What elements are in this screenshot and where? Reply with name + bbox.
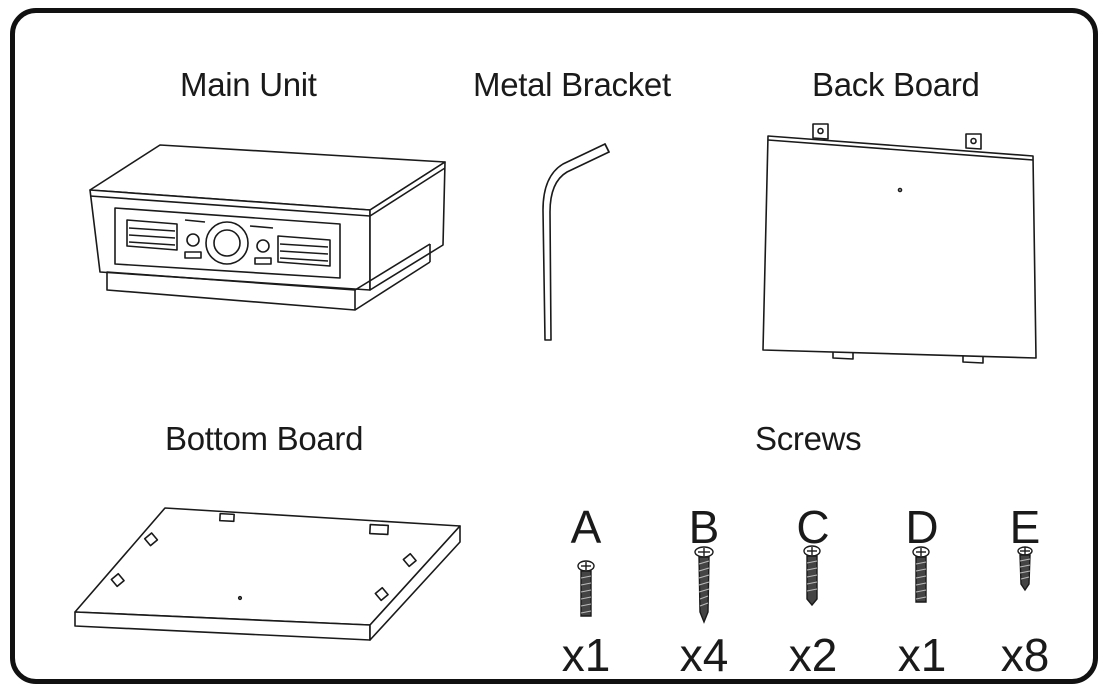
screw-a-letter: A	[570, 501, 602, 553]
metal-bracket-label: Metal Bracket	[473, 66, 671, 103]
screw-a-quantity: x1	[561, 629, 611, 681]
back-board-illustration	[758, 118, 1043, 368]
screw-d-quantity: x1	[897, 629, 947, 681]
screw-c-icon	[802, 545, 822, 607]
back-board-label: Back Board	[812, 66, 980, 103]
screw-e-letter: E	[1009, 501, 1041, 553]
screw-b-letter: B	[688, 501, 720, 553]
screw-c-letter: C	[796, 501, 830, 553]
main-unit-illustration	[85, 140, 455, 320]
screw-c-quantity: x2	[788, 629, 838, 681]
screw-e-icon	[1016, 546, 1034, 592]
screw-d-icon	[911, 546, 931, 606]
screw-e-quantity: x8	[1000, 629, 1050, 681]
bottom-board-label: Bottom Board	[165, 420, 364, 457]
main-unit-label: Main Unit	[180, 66, 317, 103]
metal-bracket-illustration	[535, 140, 615, 345]
screw-d-letter: D	[905, 501, 939, 553]
screws-label: Screws	[755, 420, 862, 457]
screw-b-quantity: x4	[679, 629, 729, 681]
screw-a-icon	[576, 560, 596, 620]
bottom-board-illustration	[65, 490, 465, 645]
screw-b-icon	[692, 546, 716, 624]
